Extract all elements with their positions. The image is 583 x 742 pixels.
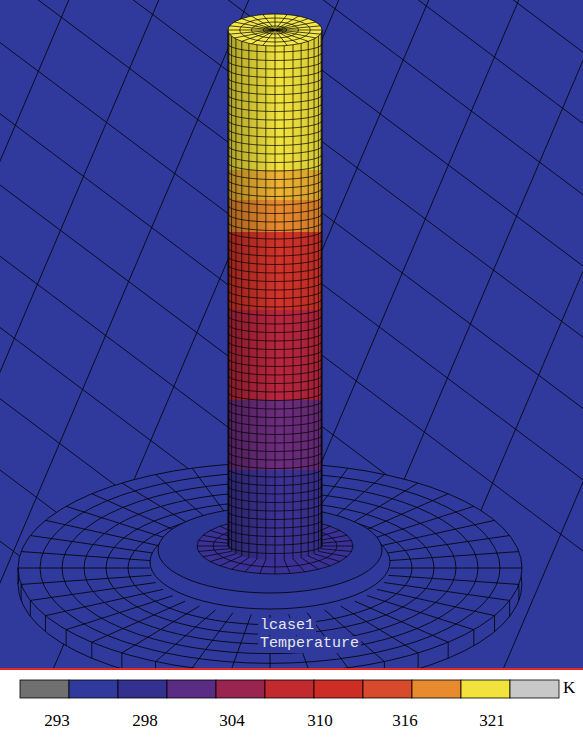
result-label: Temperature: [258, 636, 361, 653]
scale-value: 321: [479, 712, 505, 731]
scale-value: 310: [307, 712, 333, 731]
background: [0, 0, 583, 668]
substrate-mesh: [0, 0, 583, 668]
color-bar-cell: [167, 680, 216, 698]
color-bar-cell: [510, 680, 559, 698]
scale-value: 316: [392, 712, 418, 731]
scale-value: 298: [132, 712, 158, 731]
color-bar-cell: [412, 680, 461, 698]
frame-line: [0, 668, 583, 670]
color-bar-cell: [69, 680, 118, 698]
color-bar-cell: [363, 680, 412, 698]
load-case-label: lcase1: [258, 618, 316, 635]
pillar-top: [228, 14, 322, 46]
color-bar: [20, 680, 559, 698]
base-ring: [18, 463, 522, 668]
color-bar-cell: [461, 680, 510, 698]
color-bar-cell: [20, 680, 69, 698]
color-bar-cell: [216, 680, 265, 698]
color-bar-cell: [265, 680, 314, 698]
unit-label: K: [563, 679, 575, 698]
pillar: [228, 30, 322, 564]
model-view: [0, 0, 583, 668]
scale-value: 293: [44, 712, 70, 731]
color-bar-cell: [118, 680, 167, 698]
color-bar-cell: [314, 680, 363, 698]
scale-value: 304: [219, 712, 245, 731]
